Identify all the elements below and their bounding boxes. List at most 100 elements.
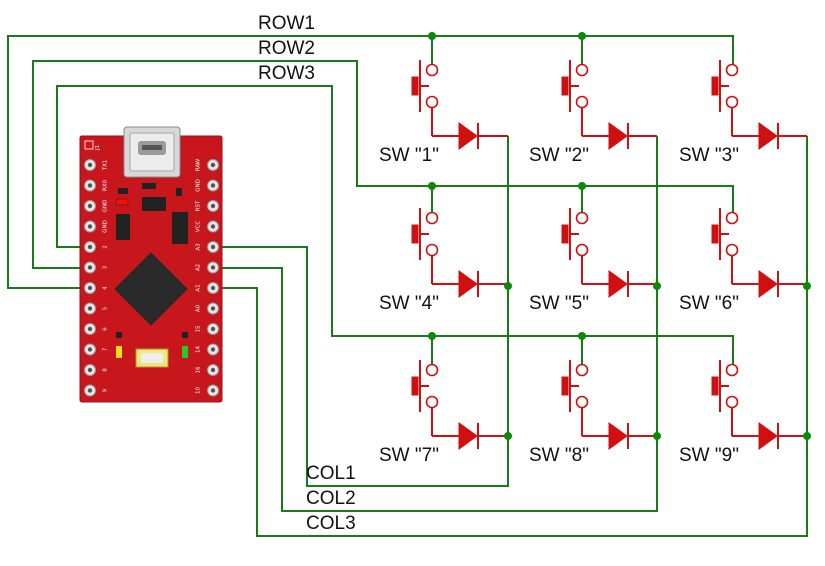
switch-cell-9: SW "9"	[679, 360, 807, 466]
diode-symbol	[758, 270, 778, 298]
pin-label: RST	[196, 200, 202, 211]
right-pin-9: 15	[196, 323, 219, 335]
switch-cell-8: SW "8"	[529, 360, 657, 466]
left-pin-7: 4	[84, 282, 109, 294]
left-pin-11: 8	[84, 364, 109, 376]
right-pin-1: RAW	[196, 158, 219, 171]
col3-label: COL3	[306, 513, 356, 534]
switch-cell-7: SW "7"	[379, 360, 508, 466]
switch-contact-top	[575, 63, 589, 77]
yellow-led	[116, 346, 122, 358]
switch-label-1: SW "1"	[379, 145, 439, 166]
switch-contact-bottom	[575, 243, 589, 257]
pin-label: GND	[196, 179, 202, 192]
switch-plunger	[411, 224, 419, 244]
switch-contact-top	[725, 363, 739, 377]
switch-label-8: SW "8"	[529, 445, 589, 466]
switch-plunger	[561, 376, 569, 396]
right-pin-7: A1	[196, 282, 219, 294]
switch-plunger	[711, 76, 719, 96]
switch-cell-3: SW "3"	[679, 60, 807, 166]
right-pin-4: VCC	[196, 220, 219, 233]
pin-label: 10	[196, 387, 202, 394]
row2-label: ROW2	[258, 38, 315, 59]
switch-label-9: SW "9"	[679, 445, 739, 466]
right-pin-12: 10	[196, 384, 219, 397]
switch-contact-bottom	[575, 95, 589, 109]
switch-cell-6: SW "6"	[679, 208, 807, 314]
right-pin-8: A0	[196, 302, 219, 315]
switch-cell-1: SW "1"	[379, 60, 508, 166]
diode-symbol	[608, 122, 628, 150]
left-pin-12: 9	[84, 384, 109, 397]
switch-contact-top	[425, 63, 439, 77]
switch-plunger	[561, 76, 569, 96]
switch-plunger	[411, 76, 419, 96]
col3-wire	[213, 136, 808, 537]
switch-label-5: SW "5"	[529, 293, 589, 314]
pin-label: A2	[196, 264, 202, 271]
pin-label: 4	[103, 286, 109, 290]
diode-symbol	[458, 422, 478, 450]
green-led	[182, 346, 188, 358]
pin-label: 3	[103, 265, 109, 269]
pin-label: 14	[196, 346, 202, 353]
pin-label: A1	[196, 284, 202, 291]
switch-contact-bottom	[725, 395, 739, 409]
left-pin-4: GND	[84, 220, 109, 233]
row1-wire	[7, 35, 734, 289]
pin-label: 2	[103, 245, 109, 249]
diode-symbol	[458, 122, 478, 150]
pin-label: GND	[103, 220, 109, 233]
col2-label: COL2	[306, 488, 356, 509]
row1-label: ROW1	[258, 13, 315, 34]
switch-label-4: SW "4"	[379, 293, 439, 314]
pin-label: A0	[196, 304, 202, 312]
switch-label-6: SW "6"	[679, 293, 739, 314]
pin-label: 6	[103, 327, 109, 331]
switch-contact-bottom	[725, 95, 739, 109]
switch-contact-top	[725, 211, 739, 225]
col1-label: COL1	[306, 463, 356, 484]
pin-label: 16	[196, 366, 202, 373]
row2-wire	[32, 60, 734, 269]
diode-symbol	[608, 422, 628, 450]
switch-contact-top	[575, 211, 589, 225]
switch-contact-top	[425, 363, 439, 377]
diode-symbol	[608, 270, 628, 298]
diode-symbol	[758, 422, 778, 450]
pin-label: A3	[196, 243, 202, 251]
pin-label: TX1	[103, 160, 109, 172]
pin-label: 8	[103, 368, 109, 372]
pin-label: 7	[103, 347, 109, 351]
left-pin-6: 3	[84, 261, 109, 274]
board-silk-j1: J1	[95, 145, 101, 151]
pin-label: 9	[103, 388, 109, 392]
right-pin-6: A2	[196, 261, 219, 274]
right-pin-5: A3	[196, 241, 219, 253]
switch-label-2: SW "2"	[529, 145, 589, 166]
switch-contact-top	[575, 363, 589, 377]
switch-contact-bottom	[725, 243, 739, 257]
switch-contact-bottom	[575, 395, 589, 409]
switch-label-3: SW "3"	[679, 145, 739, 166]
wires	[7, 35, 808, 537]
right-pin-11: 16	[196, 364, 219, 376]
left-pin-5: 2	[84, 241, 109, 253]
col1-wire	[213, 136, 509, 487]
switch-contact-top	[725, 63, 739, 77]
row3-label: ROW3	[258, 63, 315, 84]
mcu-chip	[114, 252, 188, 326]
pin-label: 5	[103, 306, 109, 310]
switch-contact-bottom	[425, 243, 439, 257]
switch-contact-top	[425, 211, 439, 225]
right-pin-2: GND	[196, 179, 219, 192]
diode-symbol	[458, 270, 478, 298]
switch-plunger	[711, 376, 719, 396]
left-pin-1: TX1	[84, 159, 109, 172]
row3-wire	[56, 85, 734, 366]
switch-label-7: SW "7"	[379, 445, 439, 466]
